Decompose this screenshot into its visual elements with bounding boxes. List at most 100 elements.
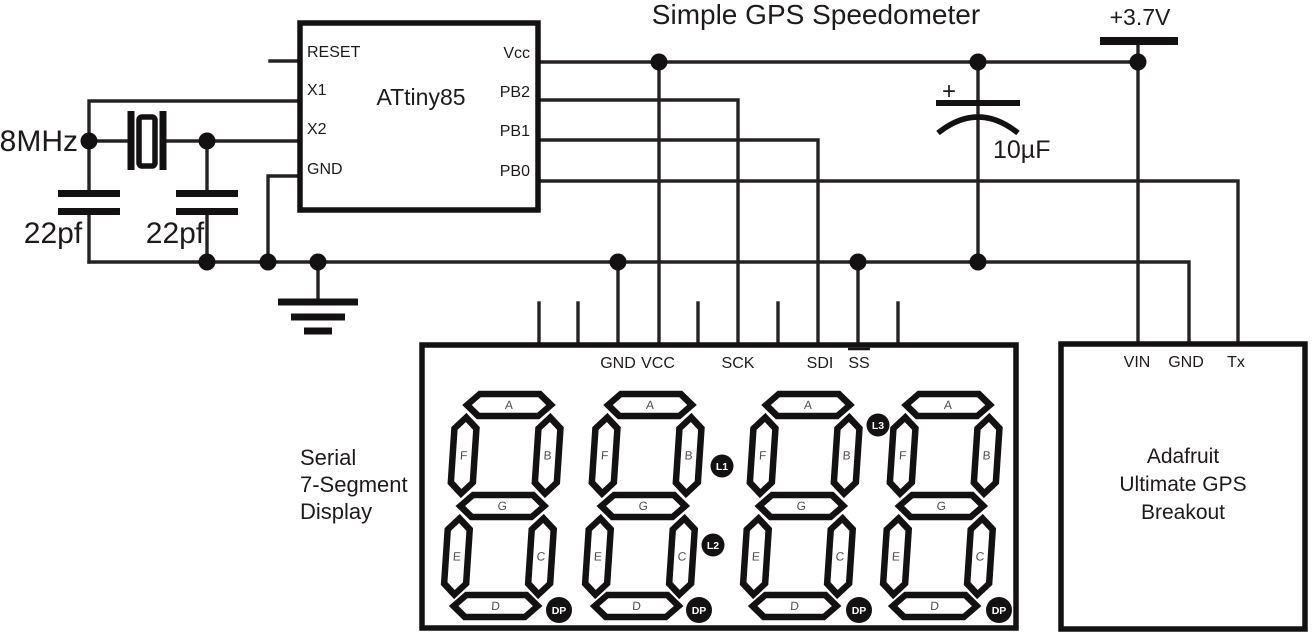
- colon-led-l1: L1: [710, 454, 734, 478]
- digit-4-segment-shape: [970, 412, 1003, 499]
- gps-pin-vin: VIN: [1124, 354, 1151, 371]
- wires: [87, 42, 1240, 348]
- digit-4-segment-shape: [894, 491, 989, 521]
- digit-3-segment-shape: [747, 591, 842, 621]
- colon-dot-label: L1: [716, 461, 728, 473]
- junction-dot: [198, 253, 216, 271]
- digit-3-segment-shape: [761, 390, 855, 420]
- power-rail-label: +3.7V: [1110, 4, 1171, 30]
- gps-name-line: Adafruit: [1147, 445, 1220, 468]
- decimal-point-label: DP: [852, 605, 867, 617]
- gps-name-line: Breakout: [1141, 501, 1225, 524]
- digit-3-segment-label: E: [751, 550, 760, 564]
- capacitor-plate: [58, 208, 120, 215]
- power-rail: +3.7V: [1100, 4, 1178, 45]
- display-body: [419, 342, 1019, 631]
- display-name-line: Display: [300, 499, 372, 524]
- digit-1-segment-shape: [455, 491, 550, 521]
- digit-1-segment-label: D: [491, 599, 501, 613]
- gps-module: VIN GND Tx Adafruit Ultimate GPS Breakou…: [1058, 341, 1308, 632]
- decimal-point-label: DP: [552, 605, 567, 617]
- junction-dot: [309, 253, 327, 271]
- capacitor-value-label: 22pf: [146, 217, 205, 250]
- apostrophe-led-l3: L3: [866, 413, 890, 437]
- digit-2-segment-shape: [672, 412, 705, 499]
- load-capacitor-right: 22pf: [146, 190, 238, 250]
- gps-pin-tx: Tx: [1227, 354, 1245, 371]
- capacitor-polarity-sign: +: [942, 78, 956, 105]
- digit-2-segment-label: G: [638, 499, 648, 513]
- colon-dot-label: L2: [707, 540, 719, 552]
- digit-1-segment-label: E: [452, 550, 461, 564]
- colon-dot-circle: [701, 533, 725, 557]
- capacitor-plate: [176, 190, 238, 197]
- display-pin-ss: SS: [848, 355, 869, 372]
- digit-2-segment-label: C: [677, 550, 687, 564]
- mcu-pin-reset: RESET: [307, 44, 361, 61]
- mcu-pin-pb0: PB0: [500, 163, 530, 180]
- digit-1-decimal-point: DP: [546, 597, 572, 623]
- junction-dot: [849, 253, 867, 271]
- digit-1-segment-shape: [447, 412, 480, 499]
- digit-1-segment-shape: [440, 513, 474, 600]
- junction-dot: [259, 253, 277, 271]
- capacitor-value-label: 22pf: [24, 217, 83, 250]
- digit-2-segment-shape: [588, 412, 621, 499]
- gps-body: [1058, 341, 1308, 632]
- junction-dot: [198, 132, 216, 150]
- display-name: Serial 7-Segment Display: [300, 445, 408, 524]
- load-capacitor-left: 22pf: [24, 190, 120, 250]
- digit-3-segment-label: C: [835, 550, 845, 564]
- digit-2-segment-label: A: [646, 398, 655, 412]
- digit-4-segment-label: G: [936, 499, 946, 513]
- decimal-point-label: DP: [692, 605, 707, 617]
- digit-4-segment-label: A: [944, 398, 953, 412]
- colon-dot-circle: [866, 413, 890, 437]
- digit-1-segment-shape: [448, 591, 543, 621]
- wire-pb0-to-tx: [536, 179, 1240, 347]
- digit-3-segment-shape: [746, 412, 779, 499]
- digit-3-segment-label: G: [796, 499, 806, 513]
- display-name-line: 7-Segment: [300, 472, 408, 497]
- digit-4-segment-label: F: [898, 449, 906, 463]
- crystal-oscillator: 8MHz: [0, 111, 167, 170]
- gps-pin-gnd: GND: [1168, 354, 1204, 371]
- junction-dot: [609, 253, 627, 271]
- capacitor-value-label: 10µF: [993, 136, 1050, 164]
- digit-1-segment-label: F: [459, 449, 467, 463]
- gps-name-line: Ultimate GPS: [1119, 473, 1246, 496]
- decimal-point-circle: [986, 597, 1012, 623]
- capacitor-plate: [176, 208, 238, 215]
- digit-2-segment-shape: [581, 513, 615, 600]
- junction-dot: [650, 53, 668, 71]
- crystal-frequency-label: 8MHz: [0, 125, 78, 158]
- digit-2-segment-label: B: [684, 449, 693, 463]
- mcu-body: [297, 20, 541, 213]
- mcu-pin-pb1: PB1: [500, 123, 530, 140]
- wire-mcu-gnd: [266, 174, 301, 264]
- mcu-pin-vcc: Vcc: [503, 45, 530, 62]
- digit-4-segment-shape: [963, 513, 997, 600]
- colon-led-l2: L2: [701, 533, 725, 557]
- display-pin-gnd: GND: [600, 355, 636, 372]
- digit-4-segment-label: B: [982, 449, 991, 463]
- digit-3-segment-shape: [754, 491, 849, 521]
- digit-3-segment-label: A: [804, 398, 813, 412]
- decimal-point-label: DP: [992, 605, 1007, 617]
- digit-3-segment-label: B: [842, 449, 851, 463]
- wire-pb2-to-sck: [536, 98, 740, 348]
- digit-4-segment-label: C: [975, 550, 985, 564]
- digit-4-segment-label: D: [930, 599, 940, 613]
- digit-2-segment-shape: [603, 390, 697, 420]
- digit-1-segment-label: C: [536, 550, 546, 564]
- filter-capacitor: + 10µF: [936, 78, 1050, 164]
- junction-dot: [969, 53, 987, 71]
- digit-2-segment-shape: [596, 491, 691, 521]
- digit-3-segment-label: F: [758, 449, 766, 463]
